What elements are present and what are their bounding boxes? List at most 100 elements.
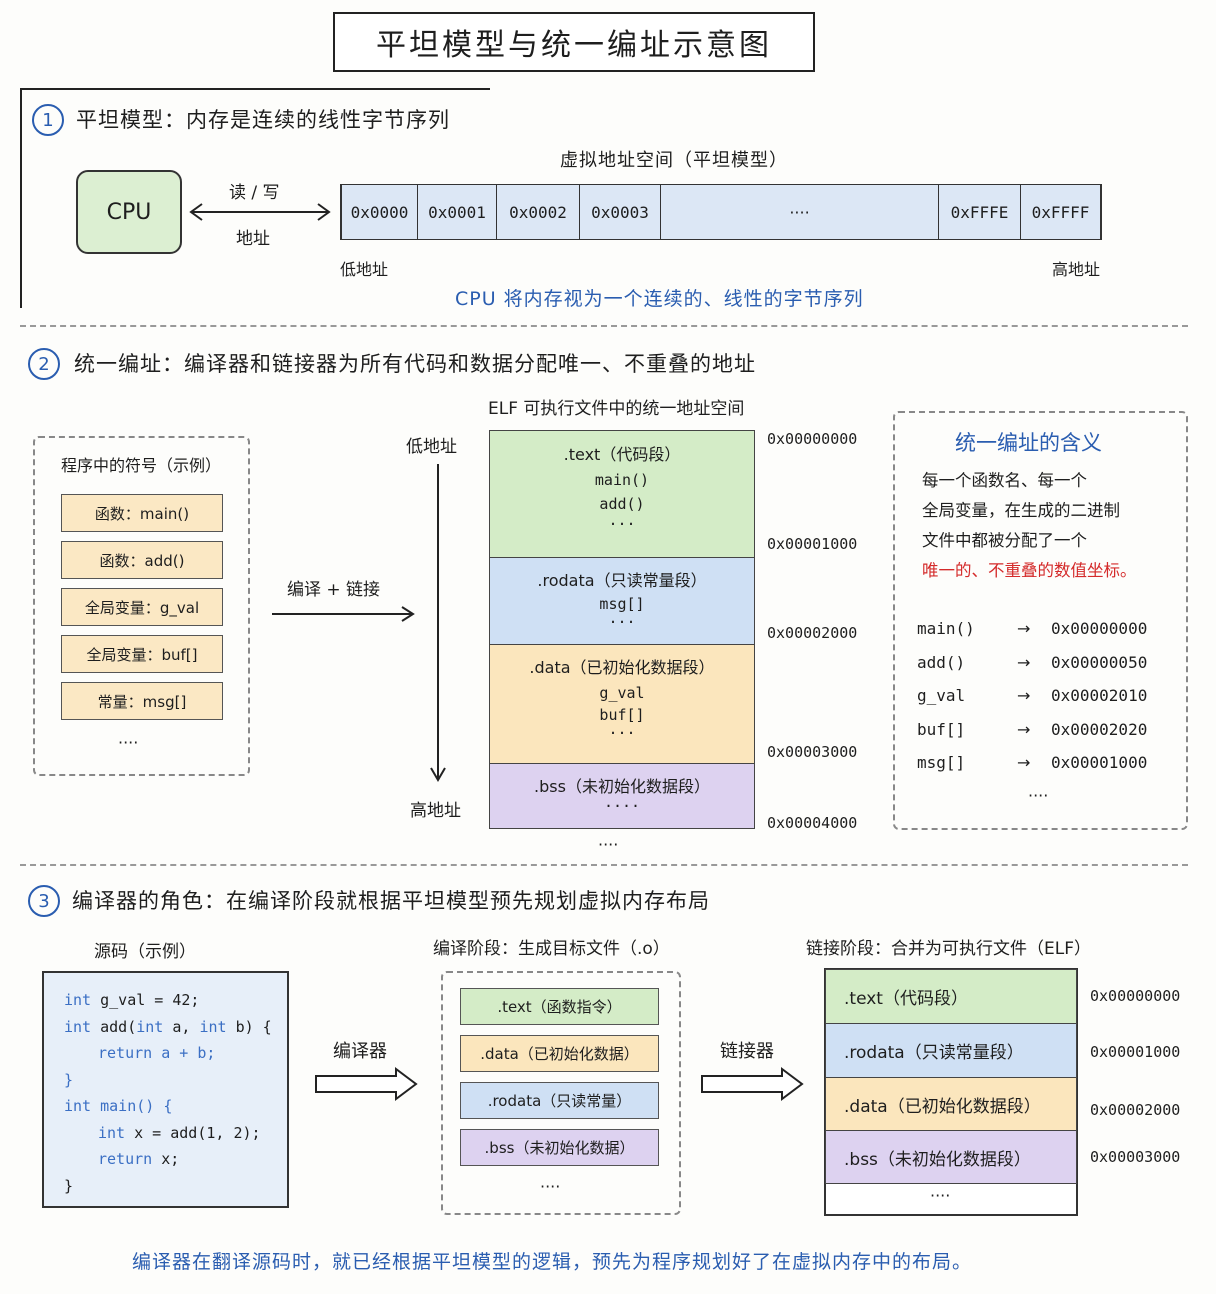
elf-section: .rodata（只读常量段）: [825, 1023, 1077, 1078]
section3-number: 3: [28, 885, 60, 917]
meaning-highlight: 唯一的、不重叠的数值坐标。: [922, 561, 1137, 580]
code-keyword: int: [64, 991, 92, 1009]
code-line: return a + b;: [64, 1040, 287, 1067]
elf-more: ····: [930, 1186, 951, 1205]
bidirectional-arrow-icon: [189, 203, 331, 221]
segment-name: .data（已初始化数据段）: [529, 658, 715, 677]
section1-caption: CPU 将内存视为一个连续的、线性的字节序列: [455, 288, 864, 310]
code-text: main() {: [91, 1097, 173, 1115]
object-file-box: [441, 971, 681, 1215]
arrow-icon: →: [1017, 753, 1031, 772]
memory-cell: 0x0002: [497, 185, 580, 239]
mapping-row: main()→0x00000000: [917, 612, 1147, 646]
meaning-line: 每一个函数名、每一个: [922, 471, 1087, 490]
data-segment: .data（已初始化数据段） g_val buf[] ···: [489, 644, 755, 764]
section1-frame: [20, 88, 490, 308]
elf-section: .text（代码段）: [825, 969, 1077, 1024]
code-line: int main() {: [64, 1093, 287, 1120]
object-section: .rodata（只读常量）: [460, 1082, 659, 1119]
segment-address: 0x00001000: [767, 535, 858, 553]
segment-name: .rodata（只读常量段）: [537, 571, 707, 590]
code-keyword: int: [136, 1017, 164, 1036]
rodata-segment: .rodata（只读常量段） msg[] ···: [489, 557, 755, 645]
symbol-item: 全局变量：buf[]: [61, 635, 223, 673]
segment-name: .text（代码段）: [563, 445, 681, 464]
arrow-icon: →: [1017, 686, 1031, 705]
object-section: .text（函数指令）: [460, 988, 659, 1025]
elf-space-title: ELF 可执行文件中的统一地址空间: [488, 399, 745, 419]
mapping-address: 0x00002020: [1051, 719, 1148, 739]
mapping-list: main()→0x00000000 add()→0x00000050 g_val…: [917, 612, 1147, 780]
code-text: x;: [152, 1150, 180, 1168]
mapping-row: g_val → 0x00002010: [917, 679, 1147, 713]
symbol-item: 全局变量：g_val: [61, 588, 223, 626]
code-text: b) {: [226, 1017, 272, 1036]
segment-item: main(): [594, 471, 650, 489]
low-address-label: 低地址: [340, 260, 389, 279]
arrow-icon: →: [1017, 719, 1031, 739]
mapping-more: ····: [1028, 786, 1049, 805]
linker-label: 链接器: [720, 1041, 774, 1062]
elf-section: .data（已初始化数据段）: [825, 1077, 1077, 1131]
elf-address: 0x00001000: [1090, 1043, 1181, 1061]
code-line: }: [64, 1067, 287, 1094]
high-address-label: 高地址: [410, 801, 461, 821]
memory-cell: 0x0001: [418, 185, 497, 239]
low-address-label: 低地址: [406, 437, 457, 457]
segment-item: g_val: [599, 684, 645, 702]
divider: [20, 864, 1188, 866]
code-keyword: return: [98, 1044, 153, 1062]
code-line: return x;: [64, 1146, 287, 1173]
memory-cell: 0x0000: [342, 185, 418, 239]
mapping-symbol: msg[]: [917, 753, 966, 772]
code-line: int add(int a, int b) {: [64, 1014, 287, 1041]
symbols-more: ····: [118, 733, 139, 752]
section2-number: 2: [28, 348, 60, 380]
section3-title: 编译器的角色：在编译阶段就根据平坦模型预先规划虚拟内存布局: [72, 889, 710, 913]
mapping-symbol: g_val: [917, 686, 966, 705]
code-line: int x = add(1, 2);: [64, 1120, 287, 1147]
segment-item: ···: [608, 613, 636, 631]
compile-link-label: 编译 + 链接: [287, 580, 381, 600]
code-text: g_val = 42;: [91, 991, 200, 1009]
symbols-title: 程序中的符号（示例）: [61, 456, 222, 475]
symbol-item: 函数：main(): [61, 494, 223, 532]
section1-number: 1: [32, 104, 64, 136]
elf-address: 0x00003000: [1090, 1148, 1181, 1166]
mapping-row: buf[]→0x00002020: [917, 713, 1147, 747]
hollow-right-arrow-icon: [701, 1067, 804, 1101]
code-text: }: [64, 1070, 74, 1089]
code-line: int g_val = 42;: [64, 987, 287, 1014]
mapping-address: 0x00000000: [1051, 619, 1148, 638]
arrow-icon: →: [1017, 619, 1031, 638]
code-line: }: [64, 1173, 287, 1200]
code-text: x = add(1, 2);: [125, 1123, 261, 1142]
mapping-address: 0x00002010: [1051, 686, 1148, 705]
segment-item: buf[]: [599, 706, 645, 724]
meaning-line: 全局变量，在生成的二进制: [922, 501, 1120, 520]
meaning-line: 文件中都被分配了一个: [922, 531, 1087, 550]
mapping-row: msg[] → 0x00001000: [917, 746, 1147, 780]
segment-item: ···: [608, 515, 636, 533]
memory-cell: 0xFFFF: [1021, 185, 1100, 239]
mapping-row: add()→0x00000050: [917, 646, 1147, 680]
source-title: 源码（示例）: [94, 942, 196, 962]
memory-ellipsis: ····: [661, 185, 939, 239]
arrow-icon: →: [1017, 652, 1031, 672]
code-text: add(: [91, 1017, 137, 1036]
code-keyword: int: [64, 1097, 92, 1115]
segment-name: .bss（未初始化数据段）: [534, 777, 710, 796]
segment-item: ····: [603, 797, 641, 815]
code-keyword: int: [199, 1017, 227, 1036]
code-keyword: int: [64, 1017, 92, 1036]
mapping-address: 0x00001000: [1051, 753, 1148, 772]
object-more: ····: [540, 1177, 561, 1196]
meaning-text: 每一个函数名、每一个 全局变量，在生成的二进制 文件中都被分配了一个 唯一的、不…: [922, 466, 1137, 586]
segment-item: msg[]: [599, 595, 645, 613]
object-section: .data（已初始化数据）: [460, 1035, 659, 1072]
symbol-item: 函数：add(): [61, 541, 223, 579]
segment-address: 0x00004000: [767, 814, 858, 832]
elf-address: 0x00002000: [1090, 1101, 1181, 1119]
mapping-symbol: add(): [917, 652, 966, 672]
elf-section: .bss（未初始化数据段）: [825, 1130, 1077, 1184]
